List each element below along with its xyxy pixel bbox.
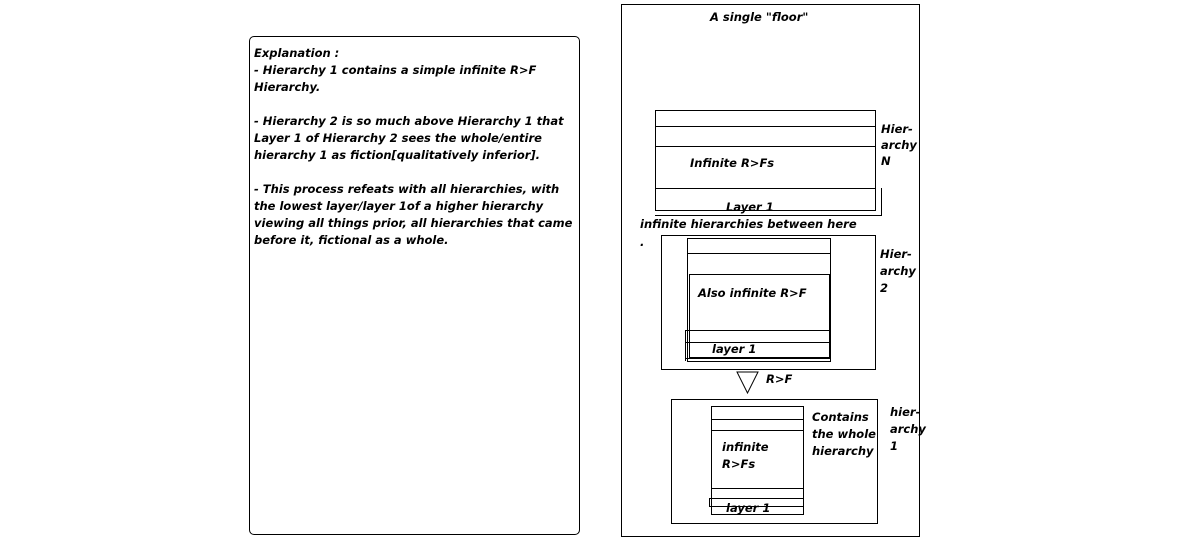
layer-divider [655, 146, 876, 147]
hierarchy-n-outline [655, 188, 882, 216]
between-dot: . [640, 235, 645, 249]
floor-frame [621, 4, 920, 537]
hierarchy-2-label: archy [880, 264, 916, 278]
explanation-line: Explanation : [254, 46, 340, 60]
explanation-text: Explanation : - Hierarchy 1 contains a s… [254, 45, 572, 249]
hierarchy-1-label: hier- [890, 405, 921, 419]
layer-divider [711, 419, 804, 420]
hierarchy-1-label: 1 [890, 439, 899, 453]
explanation-line: hierarchy 1 as fiction[qualitatively inf… [254, 148, 541, 162]
hierarchy-2-label: 2 [880, 281, 889, 295]
contains-note: hierarchy [812, 444, 874, 458]
hierarchy-2-edge [685, 330, 831, 361]
hierarchy-n-label: Hier- [881, 122, 913, 136]
between-note: infinite hierarchies between here [640, 217, 857, 231]
hierarchy-2-label: Hier- [880, 247, 912, 261]
hierarchy-2-inner [689, 274, 830, 358]
explanation-line: viewing all things prior, all hierarchie… [254, 216, 573, 230]
hierarchy-2-box [661, 235, 876, 370]
hierarchy-1-content: infinite [722, 440, 769, 454]
hierarchy-1-stack [711, 406, 804, 515]
layer-divider [687, 253, 831, 254]
contains-note: Contains [812, 410, 869, 424]
layer-divider [711, 430, 804, 431]
explanation-line: - Hierarchy 1 contains a simple infinite… [254, 63, 537, 77]
contains-note: the whole [812, 427, 876, 441]
hierarchy-n-box [655, 110, 876, 211]
explanation-line [254, 164, 572, 181]
arrow-label: R>F [766, 372, 793, 386]
hierarchy-1-label: archy [890, 422, 926, 436]
layer-divider [685, 342, 831, 343]
hierarchy-n-label: archy [881, 138, 917, 152]
hierarchy-n-layer-label: Layer 1 [726, 200, 774, 214]
explanation-line: Layer 1 of Hierarchy 2 sees the whole/en… [254, 131, 542, 145]
hierarchy-n-content: Infinite R>Fs [690, 156, 775, 170]
layer-divider [709, 506, 804, 507]
explanation-line: the lowest layer/layer 1of a higher hier… [254, 199, 544, 213]
layer-divider [711, 488, 804, 489]
explanation-line [254, 96, 572, 113]
explanation-line: - Hierarchy 2 is so much above Hierarchy… [254, 114, 564, 128]
hierarchy-n-label: N [881, 154, 891, 168]
layer-divider [709, 498, 804, 499]
floor-title: A single "floor" [710, 10, 809, 24]
hierarchy-2-layer-label: layer 1 [712, 342, 757, 356]
explanation-line: Hierarchy. [254, 80, 321, 94]
hierarchy-1-edge [709, 498, 712, 507]
layer-divider [685, 358, 831, 359]
hierarchy-1-content: R>Fs [722, 457, 756, 471]
layer-divider [685, 330, 831, 331]
layer-divider [655, 188, 876, 189]
layer-divider [655, 126, 876, 127]
hierarchy-2-content: Also infinite R>F [698, 286, 807, 300]
explanation-panel: Explanation : - Hierarchy 1 contains a s… [249, 36, 580, 535]
hierarchy-1-layer-label: layer 1 [726, 501, 771, 515]
explanation-line: - This process refeats with all hierarch… [254, 182, 560, 196]
hierarchy-2-stack [687, 238, 831, 362]
down-triangle-icon [736, 371, 759, 395]
hierarchy-1-box [671, 399, 878, 524]
explanation-line: before it, fictional as a whole. [254, 233, 449, 247]
